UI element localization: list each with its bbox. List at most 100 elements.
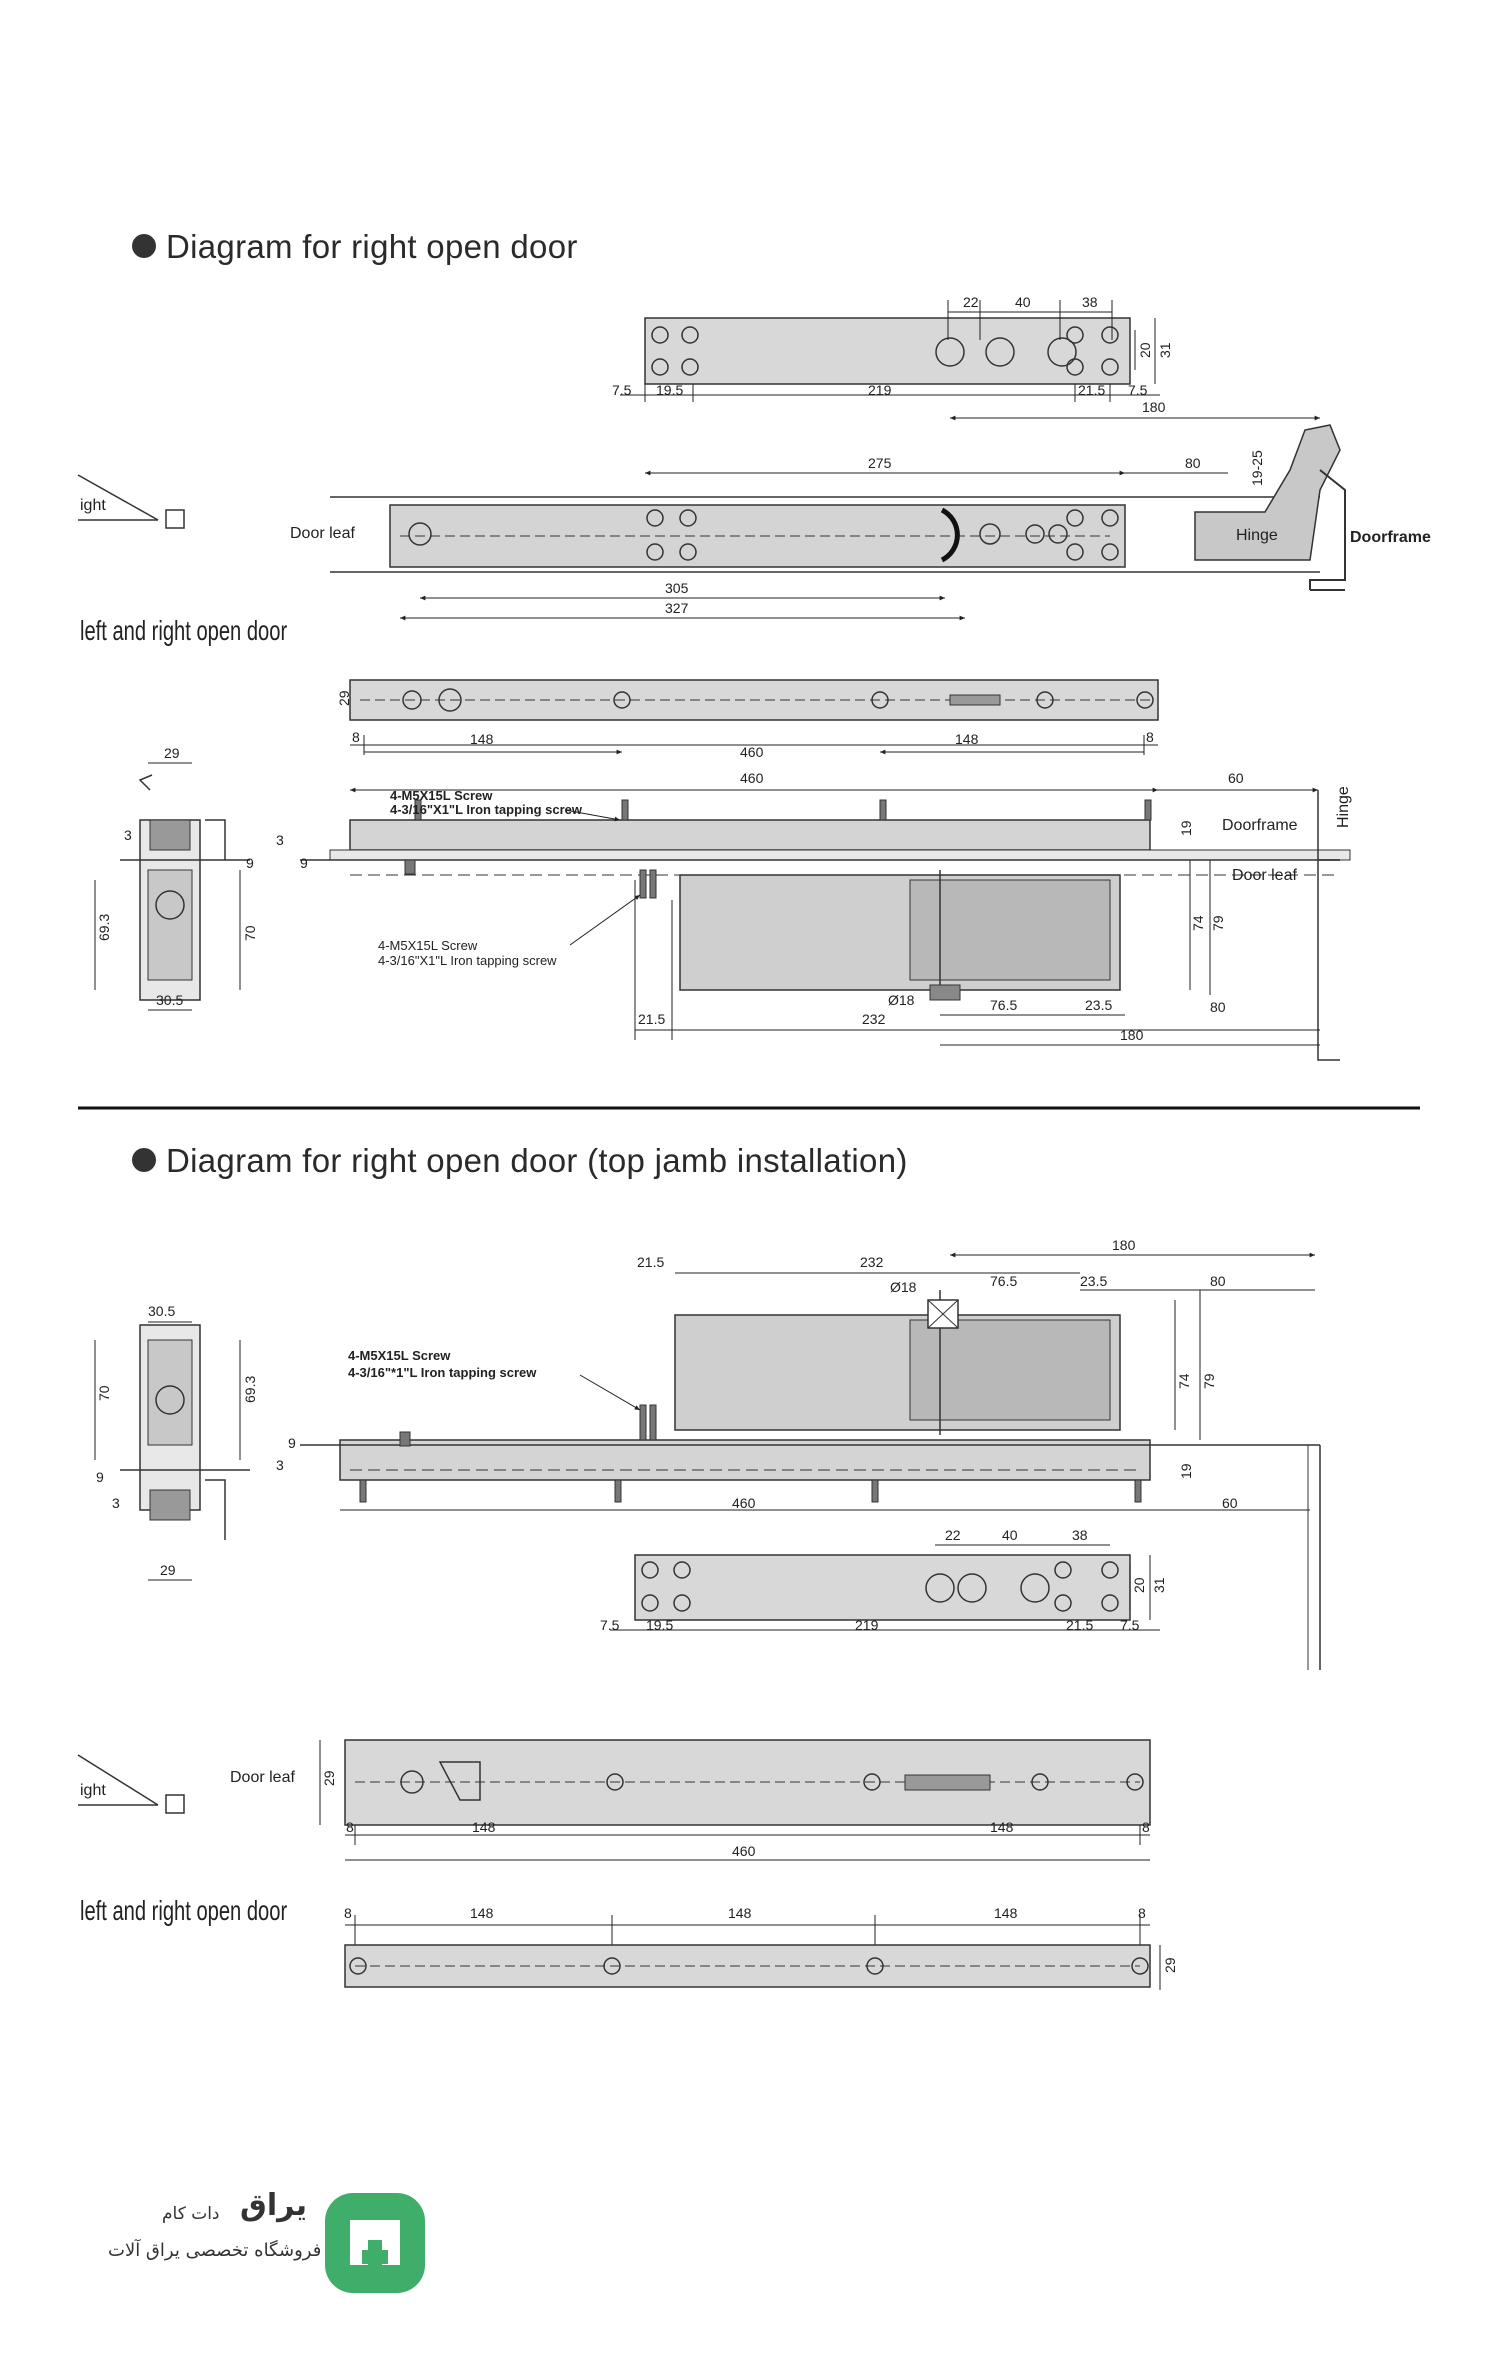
dim-label: 20 — [1131, 1577, 1147, 1593]
dim-label: 148 — [994, 1905, 1018, 1921]
dim-label: 79 — [1201, 1373, 1217, 1389]
dim-label: 80 — [1185, 455, 1201, 471]
dim-label: 148 — [728, 1905, 752, 1921]
dim-label: 7.5 — [612, 382, 632, 398]
rail-elevation-3 — [344, 1944, 1151, 1988]
label-right: ight — [80, 497, 106, 514]
end-view-2 — [120, 1324, 250, 1540]
rail-elevation-1 — [349, 679, 1159, 721]
dim-label: 180 — [1142, 399, 1166, 415]
brand-logo-icon — [325, 2193, 425, 2293]
screw-callout-5: 4-M5X15L Screw — [348, 1348, 451, 1363]
dim-label: 19 — [1178, 820, 1194, 836]
dim-label: Ø18 — [888, 992, 915, 1008]
dim-label: 80 — [1210, 999, 1226, 1015]
dim-label: 8 — [346, 1819, 354, 1835]
dim-label: 8 — [352, 729, 360, 745]
dim-label: 19 — [1178, 1463, 1194, 1479]
dim-label: 21.5 — [637, 1254, 664, 1270]
dim-label: 3 — [112, 1495, 120, 1511]
dim-label: 80 — [1210, 1273, 1226, 1289]
dim-label: 3 — [276, 832, 284, 848]
screw-callout-6: 4-3/16"*1"L Iron tapping screw — [348, 1365, 537, 1380]
screw-callout-3: 4-M5X15L Screw — [378, 938, 478, 953]
dim-label: 38 — [1072, 1527, 1088, 1543]
dim-label: 327 — [665, 600, 689, 616]
screw-callout-1: 4-M5X15L Screw — [390, 788, 493, 803]
dim-label: 460 — [740, 744, 764, 760]
dim-label: 74 — [1176, 1373, 1192, 1389]
dim-label: 69.3 — [242, 1376, 258, 1403]
dim-label: 7.5 — [600, 1617, 620, 1633]
label-door-leaf-2: Door leaf — [1232, 867, 1297, 884]
dim-label: 9 — [300, 855, 308, 871]
dim-label: 76.5 — [990, 1273, 1017, 1289]
dim-label: 7.5 — [1128, 382, 1148, 398]
dim-label: 20 — [1137, 342, 1153, 358]
dim-label: 305 — [665, 580, 689, 596]
dim-label: 70 — [242, 925, 258, 941]
dim-label: 60 — [1222, 1495, 1238, 1511]
dim-label: Ø18 — [890, 1279, 917, 1295]
dim-label: 275 — [868, 455, 892, 471]
brand-suffix: دات کام — [162, 2204, 220, 2224]
dim-label: 38 — [1082, 294, 1098, 310]
dim-label: 21.5 — [1078, 382, 1105, 398]
dim-label: 23.5 — [1080, 1273, 1107, 1289]
label-door-leaf: Door leaf — [290, 525, 355, 542]
dim-label: 60 — [1228, 770, 1244, 786]
dim-label: 70 — [96, 1385, 112, 1401]
dim-label: 7.5 — [1120, 1617, 1140, 1633]
end-view-1 — [120, 774, 250, 1001]
bullet-icon — [132, 1148, 156, 1172]
dim-label: 79 — [1210, 915, 1226, 931]
dim-label: 148 — [990, 1819, 1014, 1835]
dim-label: 19.5 — [656, 382, 683, 398]
dim-label: 148 — [472, 1819, 496, 1835]
section-title-2: Diagram for right open door (top jamb in… — [132, 1142, 908, 1180]
dim-label: 76.5 — [990, 997, 1017, 1013]
dim-label: 69.3 — [96, 914, 112, 941]
dim-label: 232 — [860, 1254, 884, 1270]
dim-label: 22 — [945, 1527, 961, 1543]
dim-label: 40 — [1015, 294, 1031, 310]
label-hinge: Hinge — [1236, 527, 1278, 544]
checkbox-right-2[interactable] — [165, 1794, 185, 1814]
dim-label: 31 — [1157, 342, 1173, 358]
dim-label: 40 — [1002, 1527, 1018, 1543]
dim-label: 74 — [1190, 915, 1206, 931]
dim-label: 180 — [1120, 1027, 1144, 1043]
direction-indicator-2 — [77, 1754, 185, 1814]
dim-label: 9 — [96, 1469, 104, 1485]
dim-label: 460 — [732, 1495, 756, 1511]
dim-label: 31 — [1151, 1577, 1167, 1593]
brand-tagline: فروشگاه تخصصی یراق آلات — [108, 2240, 322, 2261]
dim-label: 23.5 — [1085, 997, 1112, 1013]
direction-indicator — [77, 474, 185, 529]
dim-label: 148 — [470, 731, 494, 747]
closer-side-section-1 — [300, 790, 1351, 1061]
dim-label: 219 — [855, 1617, 879, 1633]
dim-label: 3 — [276, 1457, 284, 1473]
dim-label: 21.5 — [638, 1011, 665, 1027]
dim-label: 8 — [1138, 1905, 1146, 1921]
mounting-plate-2 — [634, 1554, 1131, 1621]
dim-label: 8 — [344, 1905, 352, 1921]
dim-label: 8 — [1142, 1819, 1150, 1835]
mounting-plate-top — [644, 317, 1131, 385]
label-door-leaf-3: Door leaf — [230, 1769, 295, 1786]
rail-elevation-2 — [344, 1739, 1151, 1826]
label-left-right-2: left and right open door — [80, 1896, 287, 1927]
dim-label: 460 — [732, 1843, 756, 1859]
dim-label: 29 — [336, 690, 352, 706]
brand-name: یراق — [240, 2188, 308, 2223]
dim-label: 29 — [1162, 1957, 1178, 1973]
dim-label: 22 — [963, 294, 979, 310]
dim-label: 30.5 — [148, 1303, 175, 1319]
dim-label: 460 — [740, 770, 764, 786]
dim-label: 21.5 — [1066, 1617, 1093, 1633]
dim-label: 30.5 — [156, 992, 183, 1008]
checkbox-right[interactable] — [165, 509, 185, 529]
closer-plan-view — [330, 424, 1346, 591]
